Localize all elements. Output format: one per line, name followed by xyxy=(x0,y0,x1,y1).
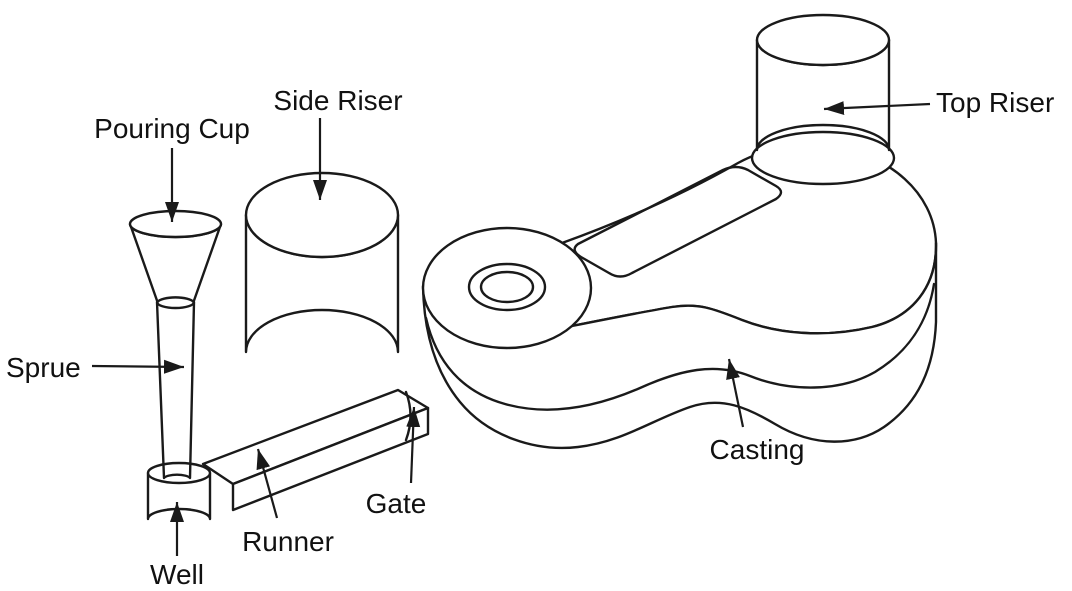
side-riser-shape xyxy=(244,171,400,354)
label-casting: Casting xyxy=(710,434,805,465)
label-sprue: Sprue xyxy=(6,352,81,383)
arrow-to-runner xyxy=(256,448,279,519)
well-body xyxy=(146,471,212,521)
label-pouring-cup: Pouring Cup xyxy=(94,113,250,144)
arrow-to-sprue xyxy=(91,359,185,374)
label-gate: Gate xyxy=(366,488,427,519)
well-rim xyxy=(146,461,212,475)
top-riser-top xyxy=(755,13,891,67)
arrow-to-casting xyxy=(726,358,745,428)
pouring-cup-rim xyxy=(128,209,223,239)
sprue-assembly xyxy=(128,209,223,521)
arrow-to-top-riser xyxy=(823,101,931,116)
top-riser-shape xyxy=(750,13,896,186)
label-runner: Runner xyxy=(242,526,334,557)
runner-front-face xyxy=(231,406,430,512)
arrow-to-gate xyxy=(406,406,421,484)
label-well: Well xyxy=(150,559,204,590)
casting-pocket xyxy=(573,165,783,278)
casting-shape xyxy=(421,144,938,450)
label-side-riser: Side Riser xyxy=(273,85,402,116)
sprue-body xyxy=(155,300,196,480)
top-riser-base-flange xyxy=(750,130,896,186)
casting-side-face xyxy=(421,241,938,450)
casting-hole-inner xyxy=(479,270,535,304)
label-top-riser: Top Riser xyxy=(936,87,1054,118)
casting-parting-line xyxy=(424,282,936,411)
side-riser-top xyxy=(244,171,400,259)
